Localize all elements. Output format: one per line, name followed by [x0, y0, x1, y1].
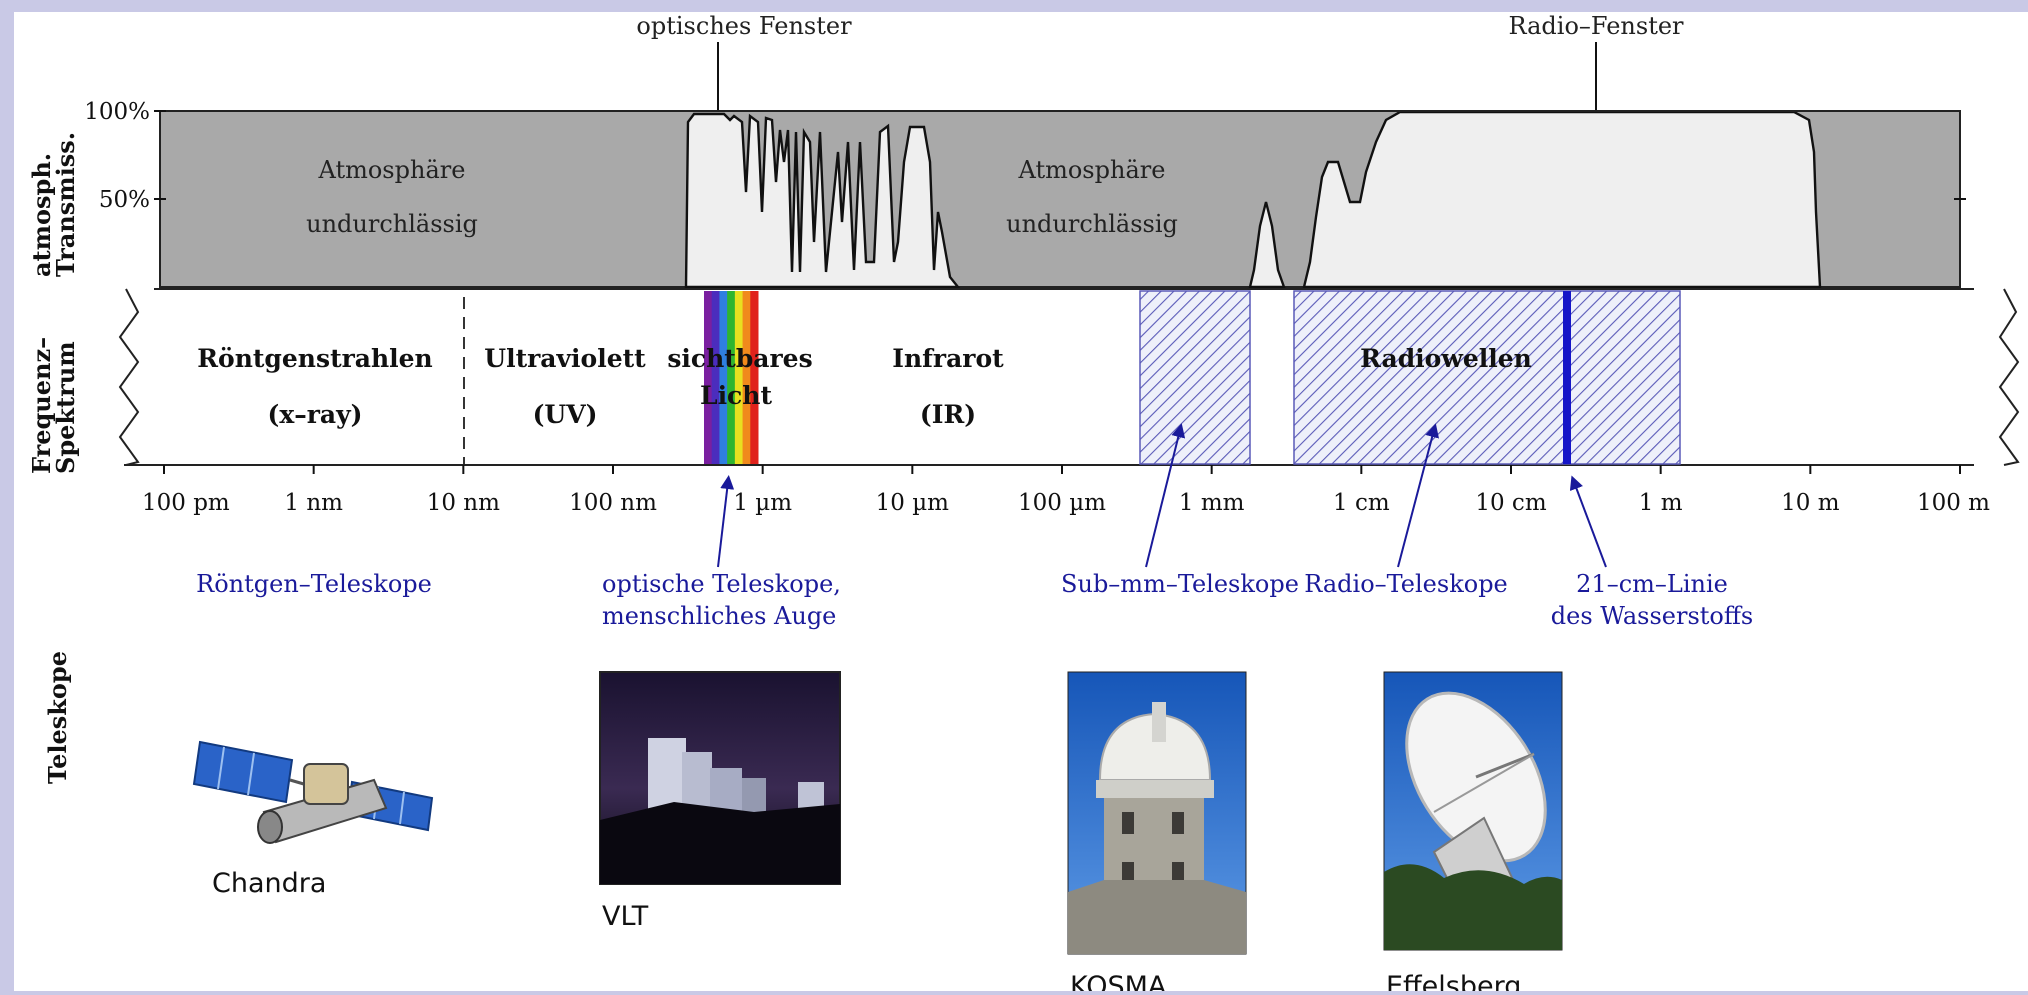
radio-window-curve — [1302, 110, 1822, 289]
kosma-picture: KOSMA — [1067, 671, 1247, 995]
rainbow-stripe — [742, 291, 751, 464]
opaque-left-line1: Atmosphäre — [318, 156, 466, 184]
chandra-picture: Chandra — [192, 740, 434, 899]
wavelength-tick-label: 1 cm — [1333, 490, 1390, 516]
radio-window-label: Radio–Fenster — [1508, 12, 1684, 40]
break-right — [1998, 288, 2020, 466]
spectrum-axis-title-1: Frequenz– — [27, 337, 56, 474]
line21-label-2: des Wasserstoffs — [1551, 602, 1754, 630]
optical-window-label: optisches Fenster — [636, 12, 852, 40]
transmission-axis-title-1: atmosph. — [27, 153, 56, 277]
xray-telescopes-label: Röntgen–Teleskope — [196, 570, 432, 598]
rainbow-stripe — [719, 291, 728, 464]
line-21cm-bar — [1563, 291, 1571, 464]
wavelength-tick-label: 1 mm — [1179, 490, 1245, 516]
submm-window-curve — [1248, 201, 1286, 289]
optical-window-curve — [684, 112, 961, 289]
vlt-picture: VLT — [599, 671, 841, 932]
visible-rainbow — [704, 291, 759, 464]
radio-telescope-arrow — [1397, 423, 1439, 568]
satellite-icon — [192, 740, 434, 844]
spectrum-panel: Röntgenstrahlen (x–ray) Ultraviolett (UV… — [118, 288, 2020, 466]
rainbow-stripe — [711, 291, 720, 464]
tick-100-percent: 100% — [84, 99, 150, 125]
wavelength-tick-label: 100 µm — [1018, 490, 1106, 516]
rainbow-stripe — [727, 291, 736, 464]
spectrum-axis-title-2: Spektrum — [51, 341, 80, 474]
wavelength-tick-label: 1 µm — [733, 490, 792, 516]
transmission-panel: 100% 50% Atmosphäre undurchlässig Atmosp… — [84, 99, 1966, 289]
optical-telescopes-label-1: optische Teleskope, — [602, 570, 841, 598]
band-ir-sub: (IR) — [920, 400, 976, 429]
wavelength-tick-label: 100 m — [1917, 490, 1990, 516]
rainbow-stripe — [750, 291, 759, 464]
rainbow-stripe — [704, 291, 713, 464]
diagram-canvas: optisches Fenster Radio–Fenster 100% 50%… — [14, 12, 2028, 995]
wavelength-tick-label: 100 nm — [569, 490, 657, 516]
wavelength-tick-label: 100 pm — [142, 490, 230, 516]
submm-telescopes-label: Sub–mm–Teleskope — [1061, 570, 1299, 598]
band-radio-name: Radiowellen — [1360, 344, 1532, 373]
optical-telescopes-label-2: menschliches Auge — [602, 602, 836, 630]
kosma-caption: KOSMA — [1070, 971, 1167, 991]
effelsberg-caption: Effelsberg — [1386, 971, 1521, 991]
break-left — [118, 288, 140, 466]
wavelength-tick-label: 10 µm — [876, 490, 950, 516]
tick-50-percent: 50% — [99, 187, 150, 213]
opaque-middle-line1: Atmosphäre — [1018, 156, 1166, 184]
wavelength-axis: 100 pm 1 nm 10 nm 100 nm 1 µm 10 µm 100 µm 1 mm… — [142, 465, 1990, 516]
opaque-left-line2: undurchlässig — [306, 210, 478, 238]
wavelength-tick-label: 1 nm — [284, 490, 343, 516]
band-uv-sub: (UV) — [533, 400, 598, 429]
effelsberg-picture: Effelsberg — [1383, 671, 1563, 995]
band-ir-name: Infrarot — [892, 344, 1004, 373]
line21-arrow — [1569, 475, 1607, 568]
wavelength-tick-label: 1 m — [1639, 490, 1683, 516]
band-visible-name: sichtbares — [667, 344, 812, 373]
band-uv-name: Ultraviolett — [484, 344, 646, 373]
line21-label-1: 21–cm–Linie — [1576, 570, 1728, 598]
wavelength-tick-label: 10 nm — [427, 490, 500, 516]
band-xray-name: Röntgenstrahlen — [197, 344, 433, 373]
radio-hatch-band — [1293, 290, 1681, 465]
band-xray-sub: (x–ray) — [268, 400, 363, 429]
em-spectrum-diagram: optisches Fenster Radio–Fenster 100% 50%… — [27, 12, 2020, 995]
opaque-middle-line2: undurchlässig — [1006, 210, 1178, 238]
band-visible-sub: Licht — [700, 381, 772, 410]
wavelength-tick-label: 10 cm — [1475, 490, 1546, 516]
chandra-caption: Chandra — [212, 868, 326, 899]
submm-hatch-band — [1139, 290, 1251, 465]
radio-telescopes-label: Radio–Teleskope — [1304, 570, 1508, 598]
telescopes-section-title: Teleskope — [43, 651, 72, 784]
submm-telescope-arrow — [1145, 423, 1186, 568]
optical-telescope-arrow — [717, 475, 735, 568]
rainbow-stripe — [734, 291, 744, 464]
vlt-caption: VLT — [602, 901, 649, 932]
transmission-axis-title-2: Transmiss. — [51, 132, 80, 277]
wavelength-tick-label: 10 m — [1781, 490, 1840, 516]
